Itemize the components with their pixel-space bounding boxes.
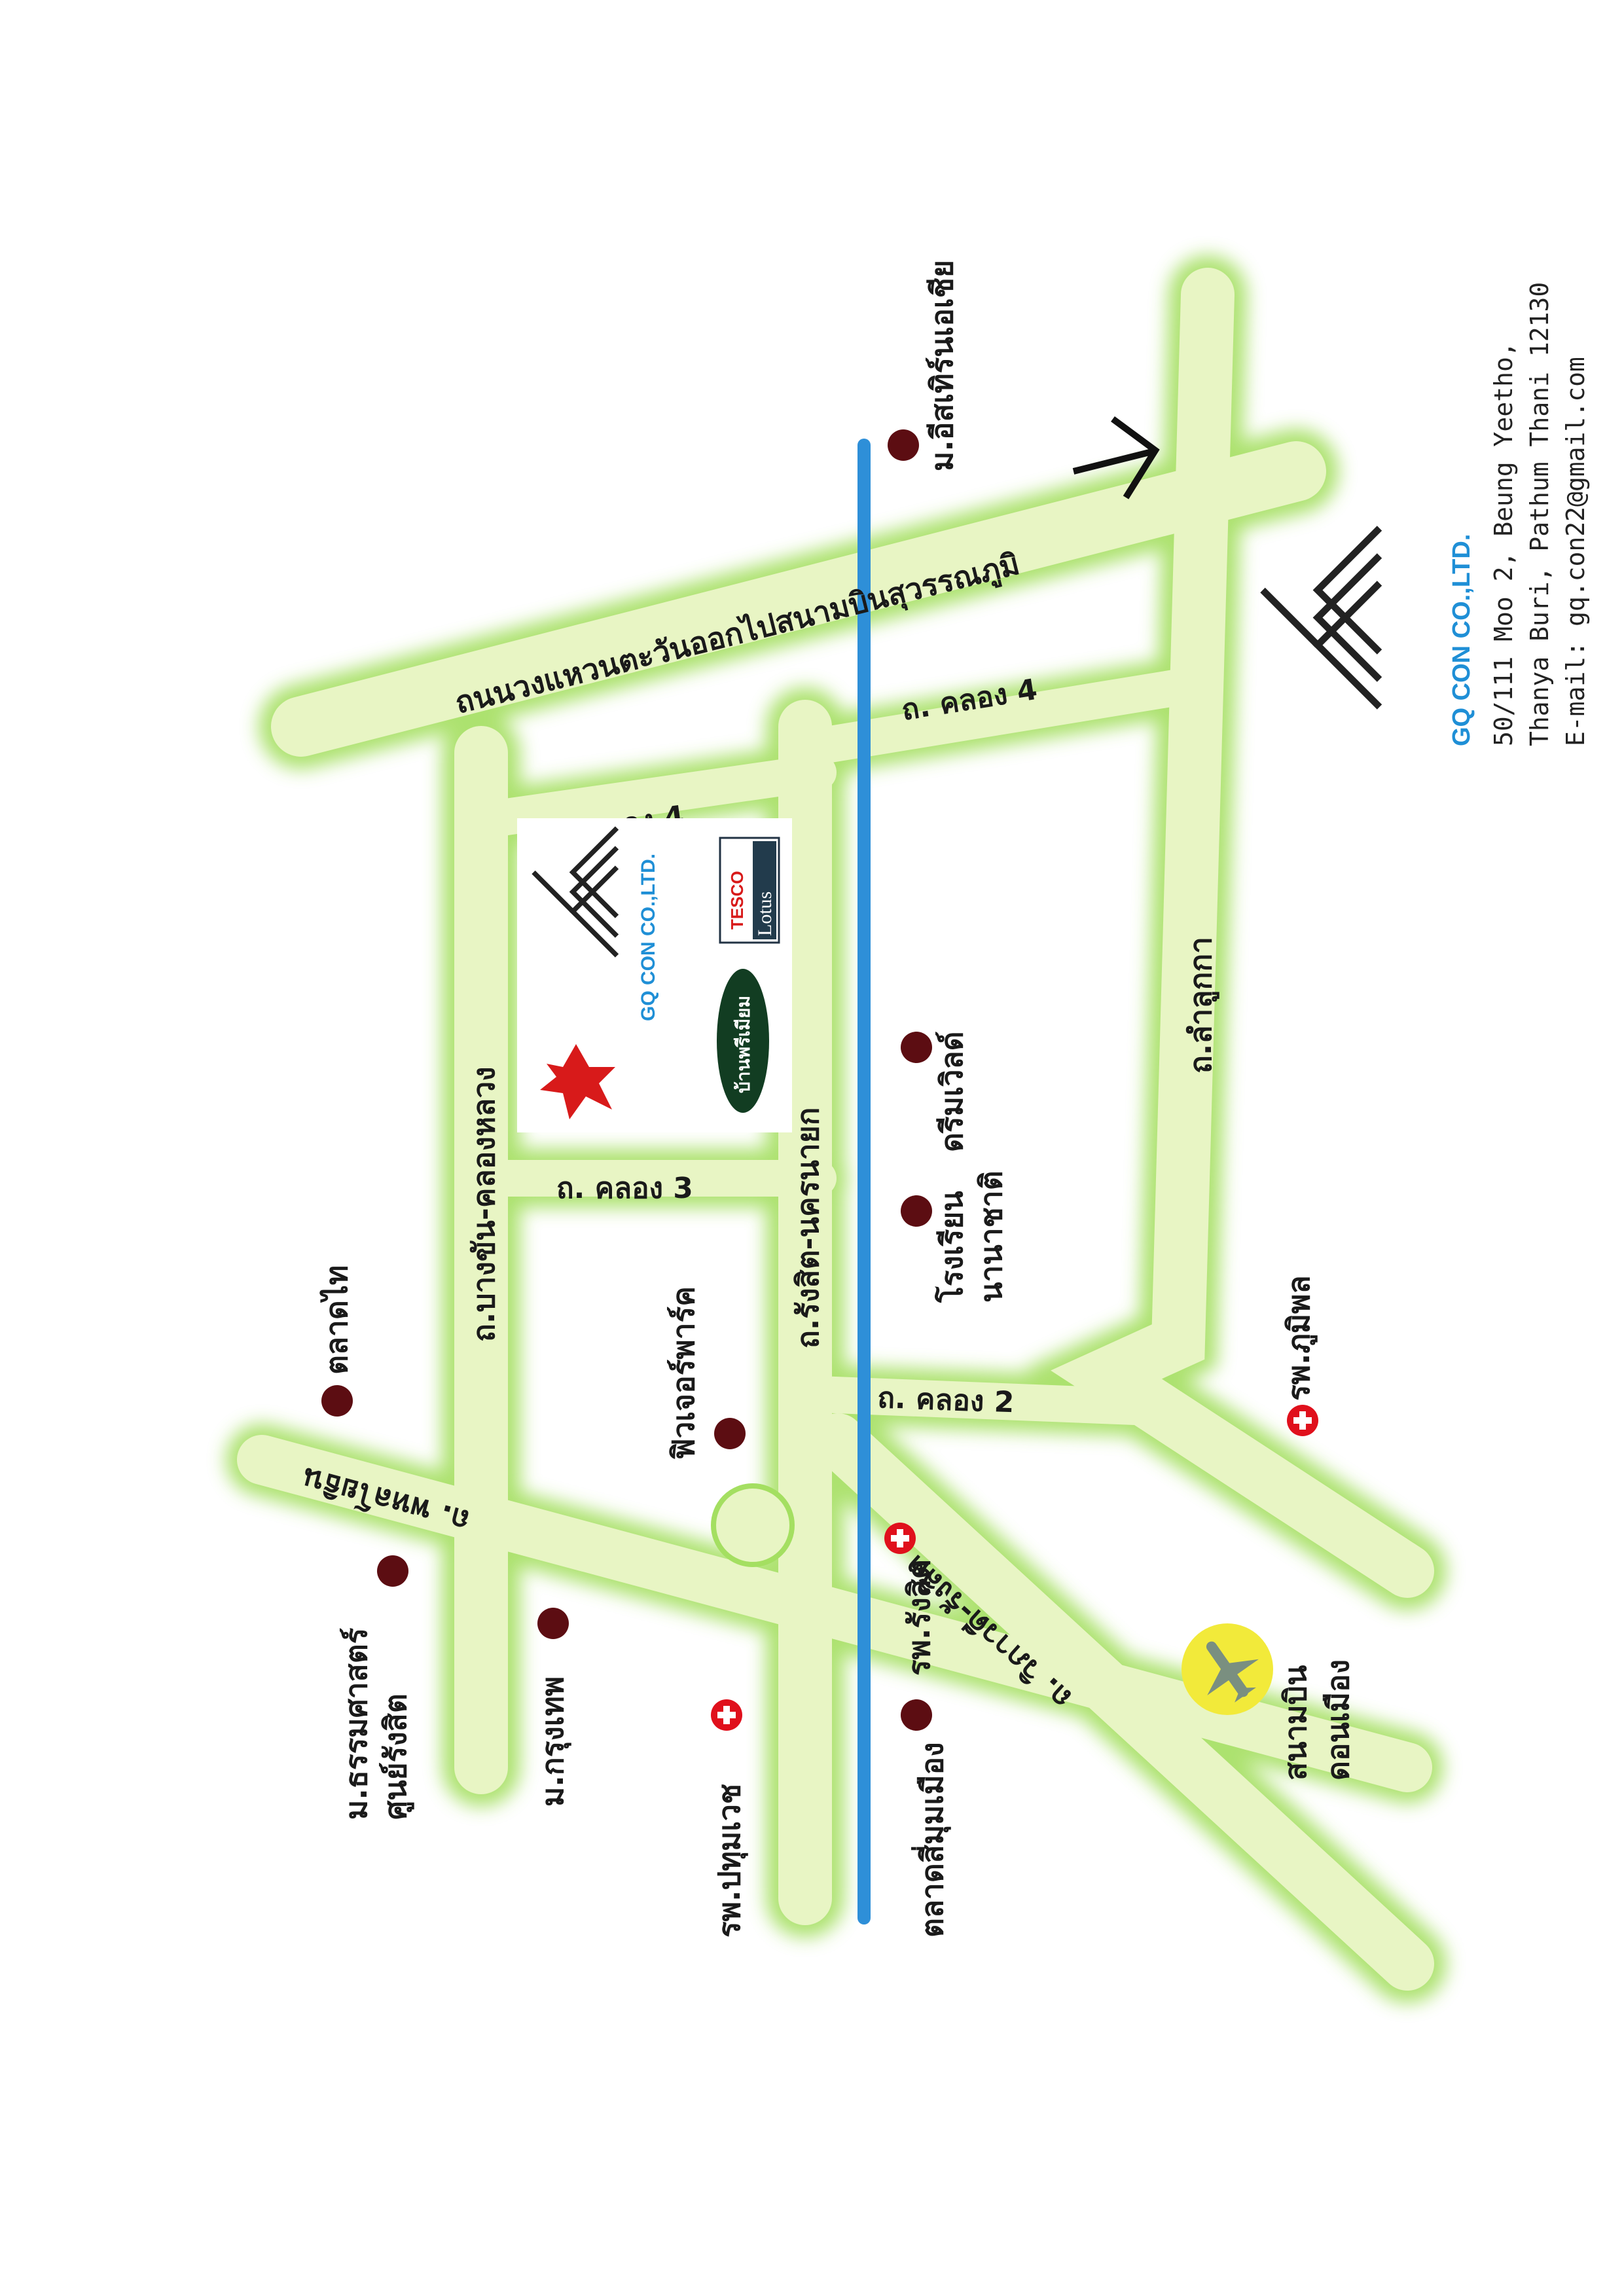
label-nanachat-1: โรงเรียน bbox=[934, 1191, 969, 1303]
label-thammasat-2: ศูนย์รังสิต bbox=[378, 1693, 414, 1820]
svg-text:TESCO: TESCO bbox=[727, 871, 747, 930]
label-thammasat-1: ม.ธรรมศาสตร์ bbox=[338, 1627, 374, 1820]
svg-text:Lotus: Lotus bbox=[754, 892, 776, 936]
dot-marker-icon bbox=[537, 1608, 569, 1639]
map-company-name: GQ CON CO.,LTD. bbox=[638, 854, 659, 1021]
label-khlong2: ถ. คลอง 2 bbox=[877, 1381, 1015, 1419]
company-name: GQ CON CO.,LTD. bbox=[1448, 534, 1475, 746]
dot-marker-icon bbox=[901, 1032, 932, 1063]
svg-text:บ้านพรีเมียม: บ้านพรีเมียม bbox=[732, 996, 754, 1093]
hospital-cross-icon bbox=[1287, 1405, 1318, 1436]
road-lamlukka bbox=[1051, 268, 1434, 1598]
label-dreamworld: ดรีมเวิลด์ bbox=[934, 1031, 969, 1152]
label-lamlukka: ถ.ลำลูกกา bbox=[1183, 937, 1219, 1074]
road-khlong2 bbox=[800, 1376, 1170, 1426]
label-future-park: ฟิวเจอร์พาร์ค bbox=[666, 1286, 701, 1460]
interchange bbox=[711, 1483, 795, 1567]
hospital-cross-icon bbox=[884, 1523, 916, 1554]
hospital-cross-icon bbox=[711, 1699, 742, 1731]
roads bbox=[237, 268, 1434, 1991]
label-donmueang-1: สนามบิน bbox=[1278, 1665, 1313, 1780]
label-bangkhan: ถ.บางขัน-คลองหลวง bbox=[466, 1066, 501, 1342]
map-logo-block: GQ CON CO.,LTD. บ้านพรีเมียม TESCO Lotus bbox=[517, 818, 792, 1132]
label-rangsit-nakhonnayok: ถ.รังสิต-นครนายก bbox=[790, 1107, 825, 1348]
label-nanachat-2: นานาชาติ bbox=[973, 1171, 1009, 1303]
dot-marker-icon bbox=[901, 1195, 932, 1227]
label-talad-thai: ตลาดไท bbox=[319, 1265, 354, 1375]
address-email: E-mail: gq.con22@gmail.com bbox=[1561, 357, 1590, 746]
arrow-icon bbox=[1072, 416, 1160, 499]
airplane-icon bbox=[1182, 1623, 1273, 1715]
address-line-2: Thanya Buri, Pathum Thani 12130 bbox=[1525, 282, 1554, 746]
dot-marker-icon bbox=[714, 1418, 746, 1449]
label-pathumvej: รพ.ปทุมเวช bbox=[712, 1784, 748, 1938]
road-eastern-ring bbox=[271, 441, 1326, 757]
dot-marker-icon bbox=[888, 429, 919, 461]
place-markers bbox=[321, 429, 932, 1731]
label-eastern-asia: ม.อีสเทิร์นเอเชีย bbox=[924, 260, 960, 471]
label-donmueang-2: ดอนเมือง bbox=[1320, 1659, 1356, 1780]
dot-marker-icon bbox=[377, 1555, 408, 1587]
label-rangsit-hosp: รพ.รังสิต bbox=[901, 1559, 937, 1676]
label-krungthep: ม.กรุงเทพ bbox=[535, 1676, 571, 1807]
homepro-logo: บ้านพรีเมียม bbox=[717, 969, 769, 1113]
hospital-markers bbox=[711, 1405, 1318, 1731]
road-vibhavadi bbox=[811, 1413, 1434, 1991]
road-khlong4-mid bbox=[800, 669, 1197, 765]
road-phaholyothin bbox=[237, 1435, 1432, 1792]
dot-marker-icon bbox=[321, 1385, 353, 1417]
tesco-lotus-logo: TESCO Lotus bbox=[719, 837, 780, 944]
road-khlong4-top bbox=[479, 754, 837, 837]
address-line-1: 50/111 Moo 2, Beung Yeetho, bbox=[1489, 342, 1518, 746]
dot-marker-icon bbox=[901, 1699, 932, 1731]
company-logo-icon bbox=[1263, 528, 1380, 707]
label-bhumibol: รพ.ภูมิพล bbox=[1281, 1275, 1318, 1401]
label-khlong3: ถ. คลอง 3 bbox=[556, 1172, 693, 1205]
star-location-icon bbox=[540, 1044, 615, 1119]
label-simummuang: ตลาดสี่มุมเมือง bbox=[911, 1742, 951, 1938]
